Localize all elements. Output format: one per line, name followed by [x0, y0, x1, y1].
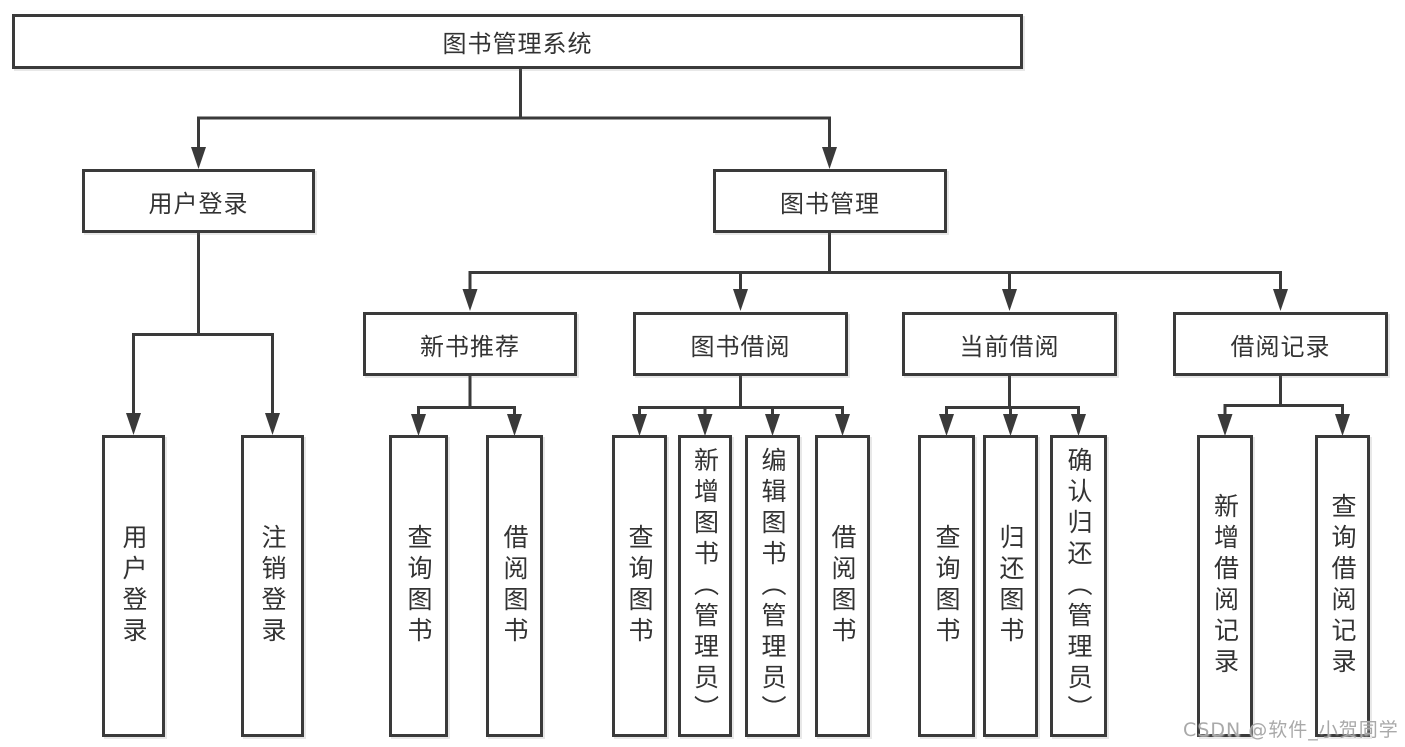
leaf-borrow-books-under-borrowing-label: 借阅图书 [828, 524, 857, 648]
user-login-node-label: 用户登录 [148, 189, 249, 218]
leaf-add-books-admin-label: 新增图书（管理员） [690, 446, 720, 726]
book-borrowing-node: 图书借阅 [633, 312, 848, 376]
borrowing-records-node: 借阅记录 [1173, 312, 1388, 376]
new-book-recommendation-label: 新书推荐 [420, 332, 520, 361]
leaf-confirm-return-admin-label: 确认归还（管理员） [1064, 446, 1093, 726]
leaf-logout-label: 注销登录 [258, 524, 287, 648]
connector-arrowheads [126, 147, 1350, 436]
leaf-add-books-admin: 新增图书（管理员） [678, 435, 732, 737]
root-node-library-management-system: 图书管理系统 [12, 14, 1023, 69]
leaf-query-borrow-record-label: 查询借阅记录 [1328, 493, 1357, 679]
leaf-query-books-under-recommendation: 查询图书 [389, 435, 448, 737]
leaf-borrow-books-under-borrowing: 借阅图书 [815, 435, 870, 737]
leaf-user-login-label: 用户登录 [119, 524, 148, 648]
leaf-query-borrow-record: 查询借阅记录 [1315, 435, 1370, 737]
current-borrowing-label: 当前借阅 [959, 332, 1060, 361]
leaf-add-borrow-record: 新增借阅记录 [1197, 435, 1253, 737]
leaf-edit-books-admin: 编辑图书（管理员） [745, 435, 800, 737]
book-management-node: 图书管理 [713, 169, 947, 233]
root-node-label: 图书管理系统 [442, 30, 593, 58]
leaf-edit-books-admin-label: 编辑图书（管理员） [758, 446, 787, 726]
leaf-return-books-label: 归还图书 [996, 524, 1025, 648]
book-management-node-label: 图书管理 [780, 189, 880, 218]
leaf-add-borrow-record-label: 新增借阅记录 [1210, 493, 1240, 679]
leaf-user-login: 用户登录 [102, 435, 165, 737]
book-borrowing-label: 图书借阅 [690, 332, 791, 361]
borrowing-records-label: 借阅记录 [1230, 332, 1331, 361]
leaf-query-books-under-recommendation-label: 查询图书 [404, 524, 433, 648]
leaf-query-books-under-borrowing-label: 查询图书 [625, 524, 654, 648]
user-login-node: 用户登录 [82, 169, 315, 233]
leaf-confirm-return-admin: 确认归还（管理员） [1050, 435, 1107, 737]
leaf-query-books-under-current: 查询图书 [918, 435, 975, 737]
leaf-borrow-books-under-recommendation: 借阅图书 [486, 435, 543, 737]
leaf-return-books: 归还图书 [983, 435, 1038, 737]
csdn-watermark: CSDN @软件_小贺同学 [1183, 719, 1399, 741]
current-borrowing-node: 当前借阅 [902, 312, 1117, 376]
new-book-recommendation-node: 新书推荐 [363, 312, 577, 376]
leaf-borrow-books-under-recommendation-label: 借阅图书 [500, 524, 529, 648]
leaf-query-books-under-borrowing: 查询图书 [612, 435, 667, 737]
leaf-logout: 注销登录 [241, 435, 304, 737]
leaf-query-books-under-current-label: 查询图书 [932, 524, 961, 648]
